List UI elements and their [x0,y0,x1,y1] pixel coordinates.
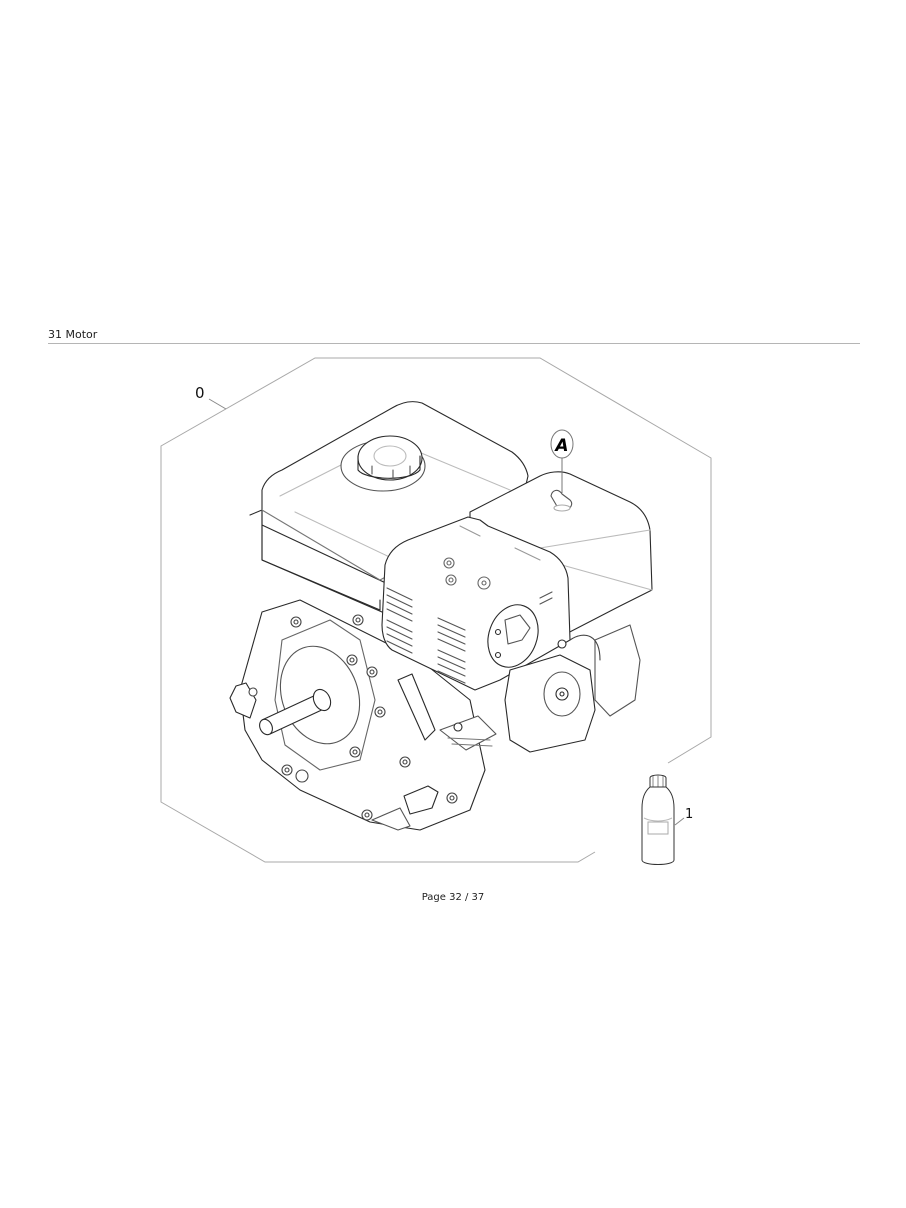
callout-a: A [550,429,574,493]
section-title: 31 Motor [48,328,98,341]
callout-1-leader [674,817,685,826]
callout-a-label: A [553,436,568,456]
callout-0-label: 0 [195,384,205,402]
page-number: Page 32 / 37 [421,892,485,903]
assembly-boundary [160,357,712,863]
callout-0-leader [208,398,227,410]
oil-bottle-illustration [641,774,675,865]
callout-1-label: 1 [685,807,694,822]
wing-nut [550,489,573,512]
section-header: 31 Motor [48,328,860,344]
engine-illustration [229,401,653,831]
